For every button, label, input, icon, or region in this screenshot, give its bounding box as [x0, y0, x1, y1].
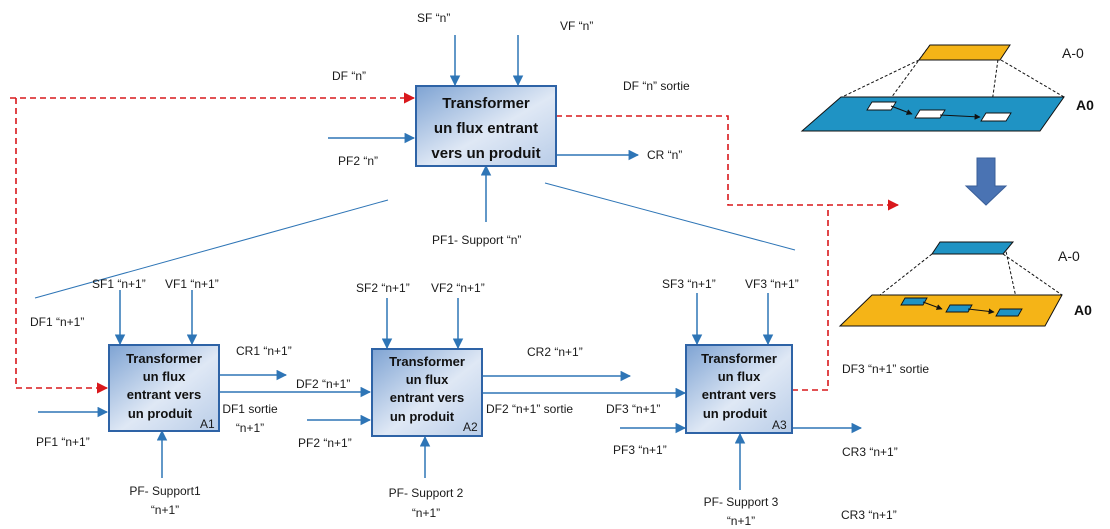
- cr2-label: CR2 “n+1”: [527, 345, 583, 359]
- top-box-line-2: un flux entrant: [434, 120, 538, 137]
- df-n-sortie-label: DF “n” sortie: [623, 79, 690, 93]
- df2-label: DF2 “n+1”: [296, 377, 350, 391]
- a1-box-line-1: Transformer: [126, 351, 202, 366]
- pf-support1-label: PF- Support1: [129, 484, 201, 498]
- sf-n-label: SF “n”: [417, 11, 450, 25]
- dashed-df-flows: [10, 92, 900, 394]
- a1-arrows: [38, 290, 372, 478]
- a2-box-line-2: un flux: [406, 372, 449, 387]
- pyramid-2-top-label: A-0: [1058, 248, 1080, 264]
- a2-arrows: [307, 298, 687, 478]
- pyramid-1-base-label: A0: [1076, 97, 1094, 113]
- a3-function-box: [685, 344, 793, 434]
- pyramid-2-base-label: A0: [1074, 302, 1092, 318]
- a3-box-id: A3: [772, 418, 787, 432]
- df-n-label: DF “n”: [332, 69, 366, 83]
- a1-box-line-3: entrant vers: [127, 387, 201, 402]
- pf-support3-label-2: “n+1”: [727, 514, 755, 528]
- a2-box-id: A2: [463, 420, 478, 434]
- top-box-line-3: vers un produit: [431, 145, 540, 162]
- sf1-label: SF1 “n+1”: [92, 277, 146, 291]
- df1-input-arrow: [15, 98, 109, 394]
- a2-box-line-1: Transformer: [389, 354, 465, 369]
- pyramid-2-top: [931, 241, 1015, 255]
- pf3-label: PF3 “n+1”: [613, 443, 667, 457]
- a3-box-line-4: un produit: [703, 406, 768, 421]
- a1-box-line-2: un flux: [143, 369, 186, 384]
- pyramid-1-top-label: A-0: [1062, 45, 1084, 61]
- df3-label: DF3 “n+1”: [606, 402, 660, 416]
- a1-box-line-4: un produit: [128, 406, 193, 421]
- df3-output-arrow: [792, 205, 829, 391]
- sf3-label: SF3 “n+1”: [662, 277, 716, 291]
- sf2-label: SF2 “n+1”: [356, 281, 410, 295]
- a3-arrows: [620, 293, 863, 490]
- vf2-label: VF2 “n+1”: [431, 281, 485, 295]
- pyramid-1-top: [918, 44, 1011, 61]
- pf2-n-label: PF2 “n”: [338, 154, 378, 168]
- df-n-output-arrow: [556, 115, 900, 211]
- top-arrows: [328, 35, 640, 222]
- top-function-box: [415, 85, 557, 167]
- vf1-label: VF1 “n+1”: [165, 277, 219, 291]
- pf-support2-label-2: “n+1”: [412, 506, 440, 520]
- vf3-label: VF3 “n+1”: [745, 277, 799, 291]
- a2-function-box: [371, 348, 483, 437]
- pf-support2-label: PF- Support 2: [389, 486, 464, 500]
- pf1-n1-label: PF1 “n+1”: [36, 435, 90, 449]
- down-arrow-icon: [964, 157, 1008, 206]
- a2-box-line-4: un produit: [390, 409, 455, 424]
- df2-sortie-label: DF2 “n+1” sortie: [486, 402, 573, 416]
- cr1-label: CR1 “n+1”: [236, 344, 292, 358]
- a3-box-line-3: entrant vers: [702, 387, 776, 402]
- df1-sortie-label-2: “n+1”: [236, 421, 264, 435]
- cr-n-label: CR “n”: [647, 148, 682, 162]
- df1-sortie-label: DF1 sortie: [222, 402, 278, 416]
- decomposition-lines: [34, 182, 796, 299]
- pf2-n1-label: PF2 “n+1”: [298, 436, 352, 450]
- vf-n-label: VF “n”: [560, 19, 593, 33]
- cr3-label-duplicate: CR3 “n+1”: [841, 508, 897, 522]
- df1-label: DF1 “n+1”: [30, 315, 84, 329]
- top-box-line-1: Transformer: [442, 95, 530, 112]
- df3-sortie-label: DF3 “n+1” sortie: [842, 362, 929, 376]
- pf-support3-label: PF- Support 3: [704, 495, 779, 509]
- pyramid-context-top: A-0 A0: [800, 44, 1094, 132]
- a1-box-id: A1: [200, 417, 215, 431]
- pf1-support-n-label: PF1- Support “n”: [432, 233, 521, 247]
- a1-function-box: [108, 344, 220, 432]
- a3-box-line-2: un flux: [718, 369, 761, 384]
- pf-support1-label-2: “n+1”: [151, 503, 179, 517]
- pyramid-decomposed: A-0 A0: [838, 241, 1092, 327]
- a3-box-line-1: Transformer: [701, 351, 777, 366]
- cr3-label: CR3 “n+1”: [842, 445, 898, 459]
- a2-box-line-3: entrant vers: [390, 390, 464, 405]
